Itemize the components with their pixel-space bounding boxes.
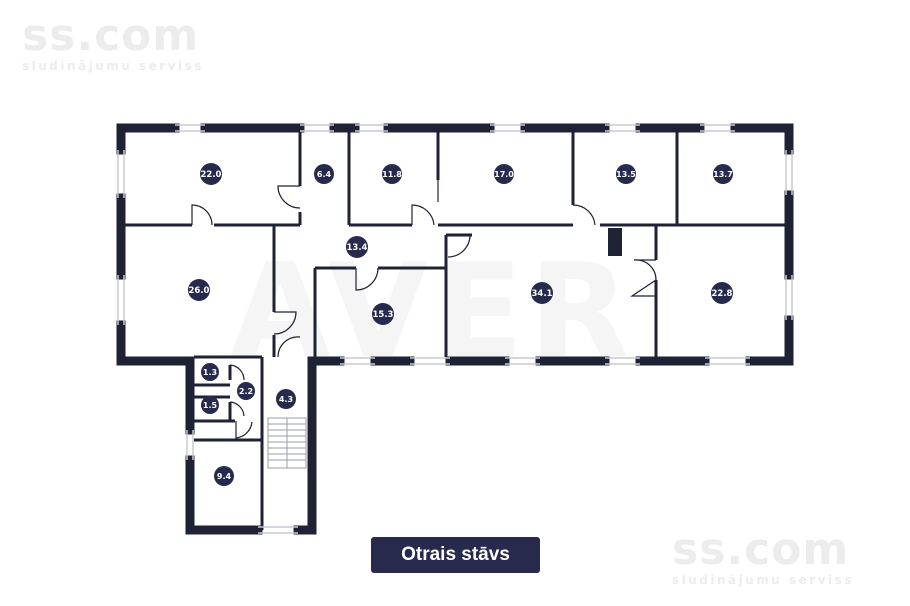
room-badge-r16: 9.4 bbox=[214, 466, 234, 486]
room-badge-r4: 17.0 bbox=[494, 164, 514, 184]
room-area-label: 22.8 bbox=[712, 289, 733, 299]
room-badge-circle bbox=[276, 389, 296, 409]
room-badge-circle bbox=[214, 466, 234, 486]
room-area-label: 15.3 bbox=[373, 310, 394, 320]
doors bbox=[191, 180, 657, 439]
room-area-label: 2.2 bbox=[239, 387, 253, 396]
room-badge-circle bbox=[200, 163, 222, 185]
ss-watermark-bottom-right: ss.com sludinājumu serviss bbox=[672, 524, 854, 587]
room-badge-r6: 13.7 bbox=[713, 164, 733, 184]
room-area-label: 6.4 bbox=[317, 170, 332, 179]
pillar bbox=[608, 228, 622, 256]
room-badge-circle bbox=[314, 164, 334, 184]
room-area-label: 17.0 bbox=[494, 170, 514, 179]
room-area-label: 1.5 bbox=[203, 401, 218, 410]
interior-walls bbox=[125, 132, 785, 530]
room-badge-circle bbox=[713, 164, 733, 184]
room-badge-r5: 13.5 bbox=[616, 164, 636, 184]
room-badge-circle bbox=[711, 282, 733, 304]
room-area-label: 13.7 bbox=[713, 170, 733, 179]
room-area-label: 22.0 bbox=[201, 170, 222, 180]
room-badge-r14: 1.5 bbox=[201, 396, 219, 414]
room-badge-circle bbox=[372, 303, 394, 325]
room-area-label: 1.3 bbox=[203, 368, 217, 377]
watermark-tagline-2: sludinājumu serviss bbox=[672, 573, 854, 587]
staircase bbox=[267, 417, 307, 469]
room-badge-r2: 6.4 bbox=[314, 164, 334, 184]
room-badge-r13: 2.2 bbox=[237, 382, 255, 400]
floor-caption: Otrais stāvs bbox=[371, 537, 540, 573]
room-badge-circle bbox=[201, 396, 219, 414]
outer-walls bbox=[116, 123, 794, 535]
room-area-label: 11.8 bbox=[382, 170, 402, 179]
ss-watermark-top-left: ss.com sludinājumu serviss bbox=[22, 10, 204, 73]
room-badge-r1: 22.0 bbox=[200, 163, 222, 185]
room-badge-r11: 22.8 bbox=[711, 282, 733, 304]
room-badge-circle bbox=[531, 282, 553, 304]
room-badge-r3: 11.8 bbox=[382, 164, 402, 184]
room-badge-circle bbox=[237, 382, 255, 400]
watermark-brand: ss.com bbox=[22, 10, 200, 61]
room-area-label: 34.1 bbox=[532, 289, 553, 299]
room-badge-r7: 26.0 bbox=[188, 279, 210, 301]
room-badge-circle bbox=[201, 363, 219, 381]
room-badge-r8: 13.4 bbox=[346, 236, 368, 258]
room-area-label: 4.3 bbox=[279, 395, 293, 404]
room-badge-r10: 34.1 bbox=[531, 282, 553, 304]
room-badge-circle bbox=[494, 164, 514, 184]
room-badge-r15: 4.3 bbox=[276, 389, 296, 409]
room-badges: 22.0 6.4 11.8 17.0 13.5 13.7 26.0 13.4 15.3 34.1 2… bbox=[188, 163, 733, 486]
room-badge-r9: 15.3 bbox=[372, 303, 394, 325]
windows bbox=[117, 124, 793, 534]
room-area-label: 13.4 bbox=[347, 243, 368, 253]
room-area-label: 26.0 bbox=[189, 286, 210, 296]
room-badge-r12: 1.3 bbox=[201, 363, 219, 381]
watermark-brand-2: ss.com bbox=[672, 524, 850, 575]
room-badge-circle bbox=[616, 164, 636, 184]
watermark-tagline: sludinājumu serviss bbox=[22, 59, 204, 73]
room-badge-circle bbox=[382, 164, 402, 184]
room-area-label: 13.5 bbox=[616, 170, 636, 179]
room-badge-circle bbox=[188, 279, 210, 301]
room-badge-circle bbox=[346, 236, 368, 258]
room-area-label: 9.4 bbox=[217, 472, 232, 481]
